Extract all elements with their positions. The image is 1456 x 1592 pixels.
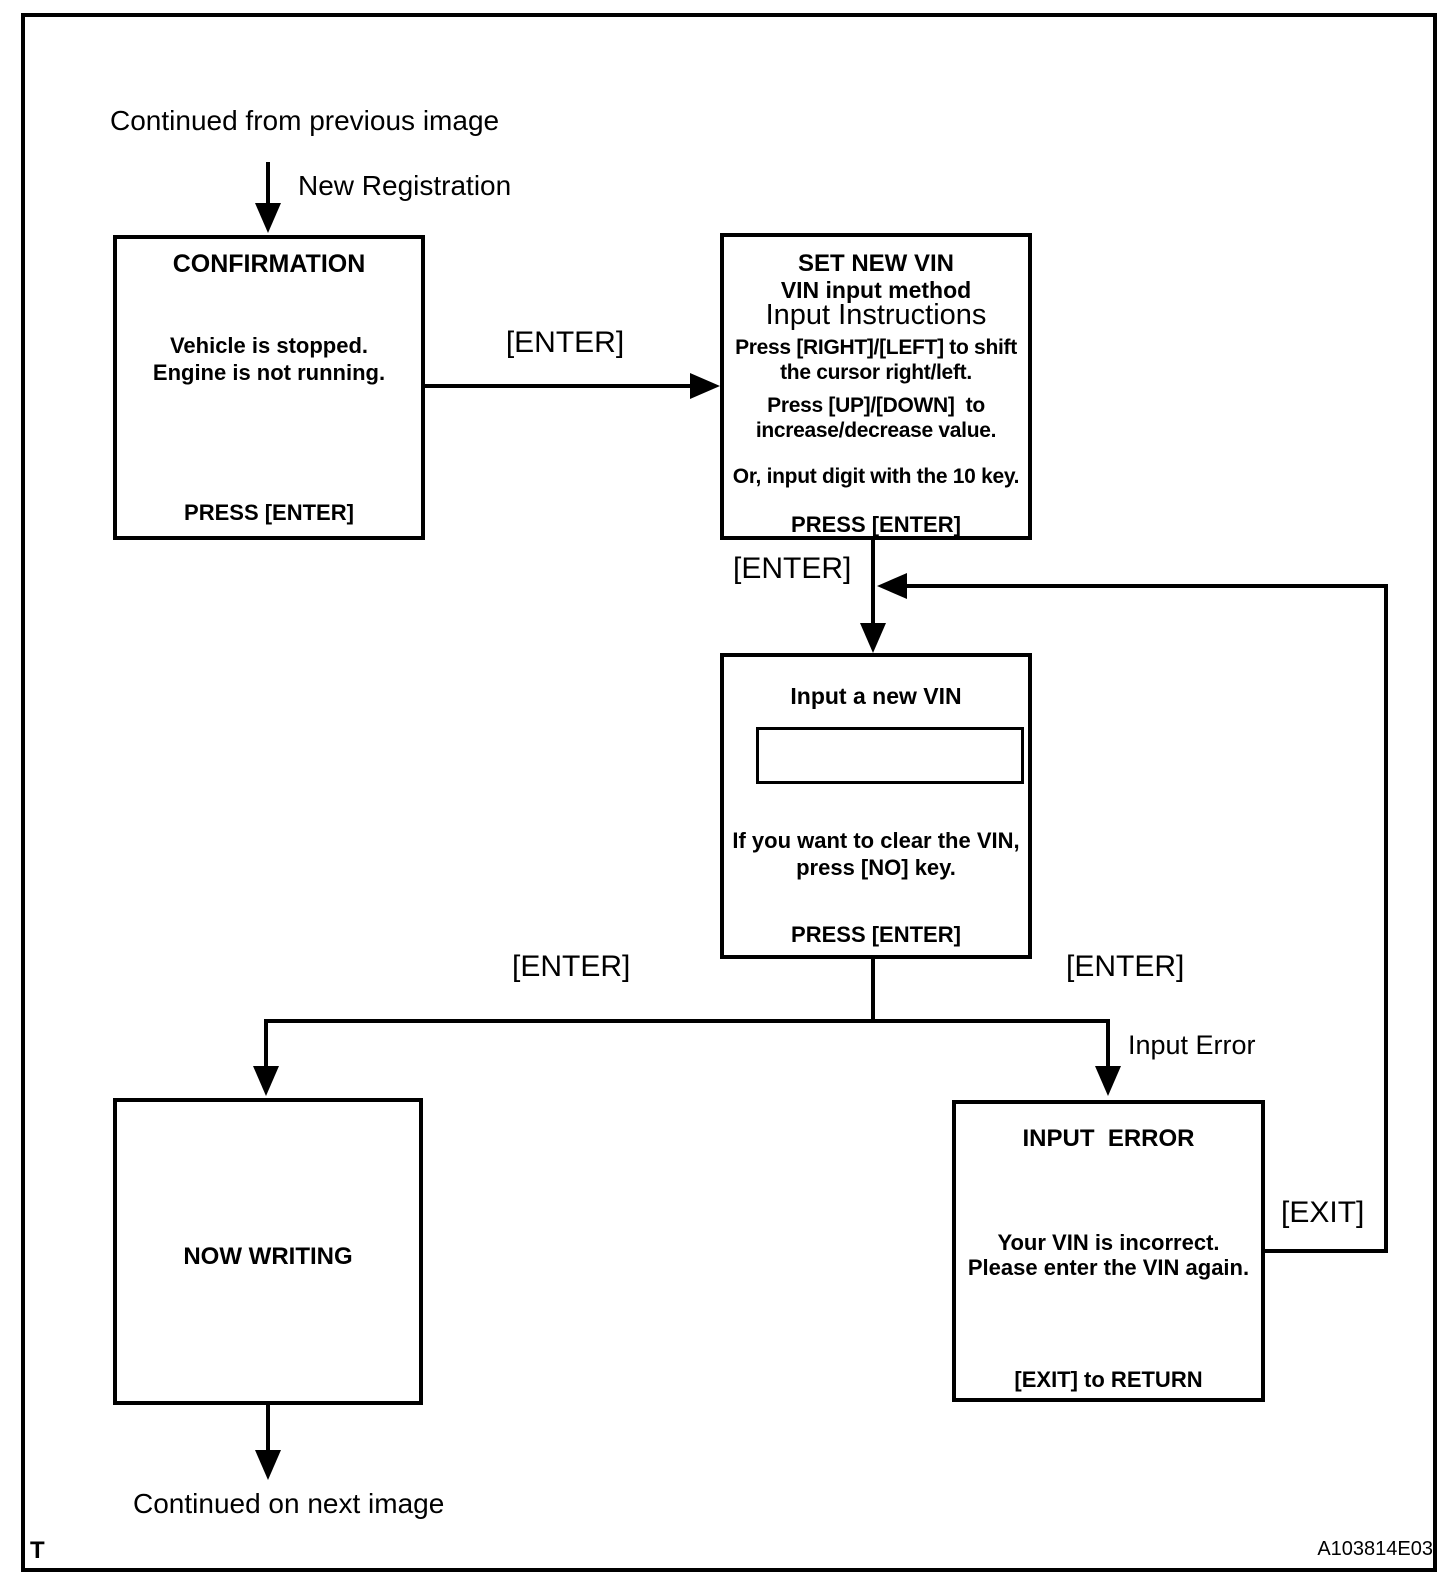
input-error-title: INPUT ERROR xyxy=(1022,1125,1195,1152)
set-new-vin-inst1a: Press [RIGHT]/[LEFT] to shift xyxy=(735,336,1017,359)
arrow-down-into-nowwriting-icon xyxy=(253,1066,279,1096)
connector-new-registration-line xyxy=(266,162,270,207)
arrow-down-into-input-icon xyxy=(860,623,886,653)
confirmation-box: CONFIRMATION Vehicle is stopped. Engine … xyxy=(113,235,425,540)
enter-label-right-branch: [ENTER] xyxy=(1066,950,1185,983)
arrow-right-into-setvin-icon xyxy=(690,373,720,399)
corner-mark-t: T xyxy=(30,1537,45,1564)
arrow-down-into-confirmation-icon xyxy=(255,203,281,233)
input-error-branch-label: Input Error xyxy=(1128,1030,1256,1060)
enter-label-confirm-to-setvin: [ENTER] xyxy=(505,326,625,359)
page-border xyxy=(21,13,1437,1572)
feedback-right-line xyxy=(1384,584,1388,1253)
connector-setvin-down-line xyxy=(871,540,875,625)
set-new-vin-inst2b: increase/decrease value. xyxy=(755,419,997,442)
confirmation-footer: PRESS [ENTER] xyxy=(184,500,354,525)
figure-code: A103814E03 xyxy=(1317,1538,1433,1560)
confirmation-line1: Vehicle is stopped. xyxy=(169,333,369,358)
input-new-vin-title: Input a new VIN xyxy=(790,683,962,709)
arrow-left-feedback-icon xyxy=(877,573,907,599)
vin-input-field xyxy=(756,727,1024,784)
confirmation-title: CONFIRMATION xyxy=(172,250,366,278)
input-new-vin-note1: If you want to clear the VIN, xyxy=(732,828,1020,853)
exit-label: [EXIT] xyxy=(1281,1196,1365,1229)
input-new-vin-footer: PRESS [ENTER] xyxy=(791,922,961,947)
set-new-vin-footer: PRESS [ENTER] xyxy=(791,512,961,537)
set-new-vin-inst1b: the cursor right/left. xyxy=(780,361,972,384)
input-error-footer: [EXIT] to RETURN xyxy=(1014,1367,1203,1392)
set-new-vin-box: SET NEW VIN VIN input method Input Instr… xyxy=(720,233,1032,540)
branch-right-drop-line xyxy=(1106,1019,1110,1068)
new-registration-label: New Registration xyxy=(298,170,512,201)
now-writing-title: NOW WRITING xyxy=(183,1243,353,1270)
set-new-vin-subtitle: VIN input method xyxy=(780,277,972,303)
enter-label-left-branch: [ENTER] xyxy=(512,950,631,983)
connector-input-down-line xyxy=(871,959,875,1023)
input-error-box: INPUT ERROR Your VIN is incorrect. Pleas… xyxy=(952,1100,1265,1402)
now-writing-box: NOW WRITING xyxy=(113,1098,423,1405)
set-new-vin-title: SET NEW VIN xyxy=(797,250,954,277)
continued-on-text: Continued on next image xyxy=(133,1488,445,1519)
branch-horizontal-line xyxy=(264,1019,1110,1023)
input-error-line2: Please enter the VIN again. xyxy=(967,1255,1250,1280)
continued-from-text: Continued from previous image xyxy=(110,105,500,136)
input-new-vin-note2: press [NO] key. xyxy=(796,855,956,880)
enter-label-setvin-to-input: [ENTER] xyxy=(733,552,852,585)
connector-confirm-to-setvin-line xyxy=(425,384,690,388)
set-new-vin-heading: Input Instructions xyxy=(765,299,987,331)
branch-left-drop-line xyxy=(264,1019,268,1068)
feedback-top-line xyxy=(905,584,1388,588)
input-new-vin-box: Input a new VIN If you want to clear the… xyxy=(720,653,1032,959)
exit-horizontal-line xyxy=(1265,1249,1388,1253)
connector-nowwriting-down-line xyxy=(266,1405,270,1452)
arrow-down-into-inputerror-icon xyxy=(1095,1066,1121,1096)
set-new-vin-inst3: Or, input digit with the 10 key. xyxy=(732,465,1020,488)
arrow-down-continued-icon xyxy=(255,1450,281,1480)
input-error-line1: Your VIN is incorrect. xyxy=(997,1230,1220,1255)
set-new-vin-inst2a: Press [UP]/[DOWN] to xyxy=(767,394,985,417)
confirmation-line2: Engine is not running. xyxy=(152,360,386,385)
